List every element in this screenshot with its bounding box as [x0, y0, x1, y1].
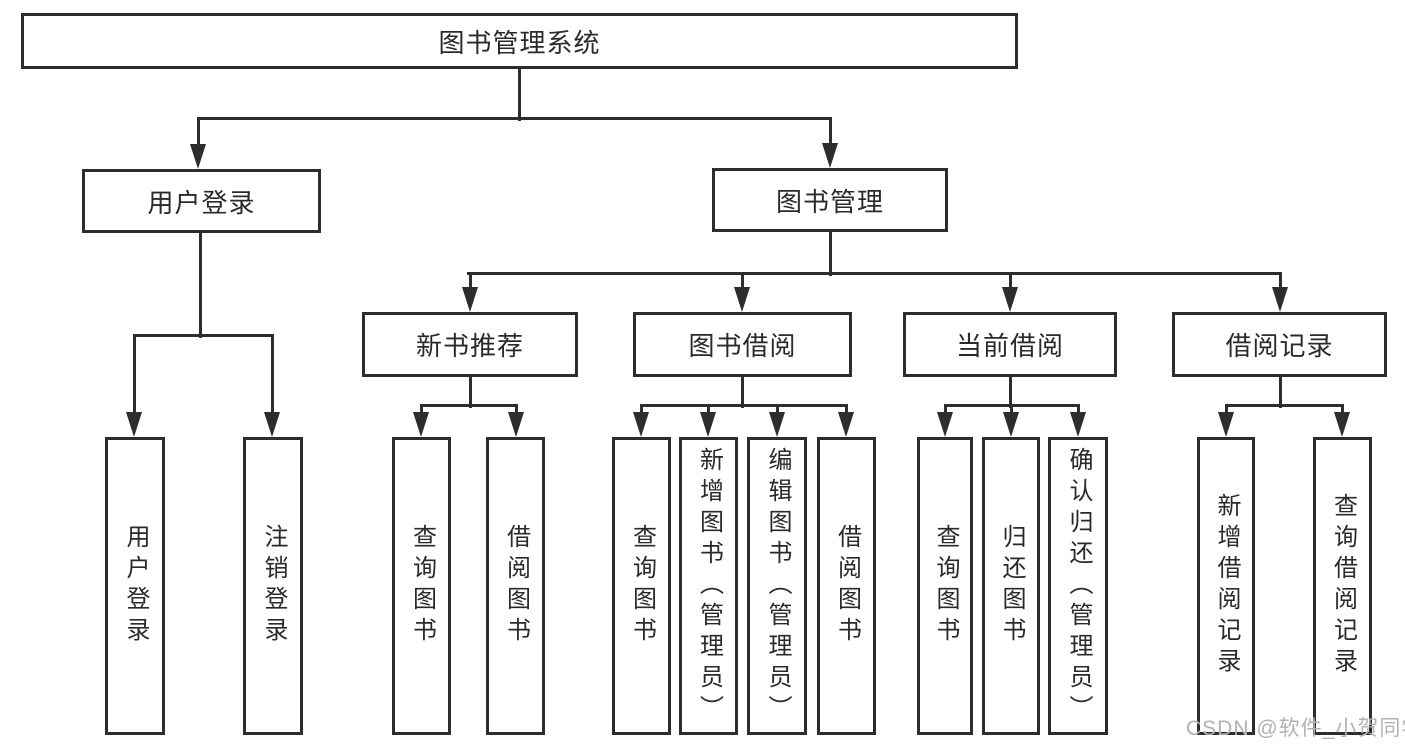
arrow-down-icon	[633, 412, 649, 437]
leaf-confirm-return-admin: 确认归还（管理员）	[1048, 437, 1108, 735]
node-library-system: 图书管理系统	[21, 13, 1018, 69]
node-new-book-recommend: 新书推荐	[362, 312, 578, 377]
connector-vertical-line	[829, 232, 832, 276]
arrow-down-icon	[937, 412, 953, 437]
arrow-down-icon	[462, 287, 478, 312]
arrow-down-icon	[264, 412, 280, 437]
connector-vertical-line	[1009, 377, 1012, 408]
arrow-down-icon	[190, 144, 206, 169]
leaf-return-book: 归还图书	[982, 437, 1040, 735]
leaf-edit-book-admin: 编辑图书（管理员）	[747, 437, 807, 735]
connector-horizontal-line	[420, 404, 518, 407]
arrow-down-icon	[1003, 412, 1019, 437]
arrow-down-icon	[1070, 412, 1086, 437]
arrow-down-icon	[838, 412, 854, 437]
connector-vertical-line	[741, 377, 744, 408]
arrow-down-icon	[1002, 287, 1018, 312]
connector-vertical-line	[518, 69, 521, 121]
leaf-query-book-current: 查询图书	[917, 437, 973, 735]
leaf-query-borrow-record: 查询借阅记录	[1313, 437, 1372, 735]
leaf-logout: 注销登录	[243, 437, 303, 735]
node-current-borrow: 当前借阅	[903, 312, 1117, 377]
csdn-watermark: CSDN @软件_小贺同学	[1186, 717, 1405, 740]
connector-horizontal-line	[1225, 404, 1344, 407]
leaf-add-borrow-record: 新增借阅记录	[1197, 437, 1255, 735]
arrow-down-icon	[700, 412, 716, 437]
connector-vertical-line	[1279, 377, 1282, 408]
connector-horizontal-line	[640, 404, 848, 407]
connector-horizontal-line	[467, 272, 1282, 275]
connector-arrow-stem	[1279, 273, 1282, 294]
connector-arrow-stem	[469, 273, 472, 294]
connector-vertical-line	[469, 377, 472, 408]
arrow-down-icon	[822, 143, 838, 168]
arrow-down-icon	[508, 412, 524, 437]
leaf-query-book-borrow: 查询图书	[612, 437, 671, 735]
connector-arrow-stem	[271, 335, 274, 419]
arrow-down-icon	[734, 287, 750, 312]
connector-horizontal-line	[197, 117, 832, 120]
connector-arrow-stem	[197, 118, 200, 151]
leaf-add-book-admin: 新增图书（管理员）	[679, 437, 738, 735]
arrow-down-icon	[413, 412, 429, 437]
leaf-borrow-book: 借阅图书	[817, 437, 876, 735]
node-book-management: 图书管理	[712, 168, 948, 232]
connector-vertical-line	[199, 233, 202, 338]
arrow-down-icon	[1218, 412, 1234, 437]
arrow-down-icon	[1272, 287, 1288, 312]
node-book-borrow: 图书借阅	[633, 312, 852, 377]
leaf-query-book-recommend: 查询图书	[392, 437, 451, 735]
arrow-down-icon	[769, 412, 785, 437]
arrow-down-icon	[126, 412, 142, 437]
connector-arrow-stem	[741, 273, 744, 294]
connector-arrow-stem	[829, 118, 832, 150]
leaf-user-login: 用户登录	[105, 437, 165, 735]
node-user-login: 用户登录	[82, 169, 321, 233]
leaf-borrow-book-recommend: 借阅图书	[486, 437, 545, 735]
connector-arrow-stem	[1009, 273, 1012, 294]
connector-arrow-stem	[133, 335, 136, 419]
node-borrow-records: 借阅记录	[1172, 312, 1387, 377]
connector-horizontal-line	[133, 334, 274, 337]
arrow-down-icon	[1334, 412, 1350, 437]
